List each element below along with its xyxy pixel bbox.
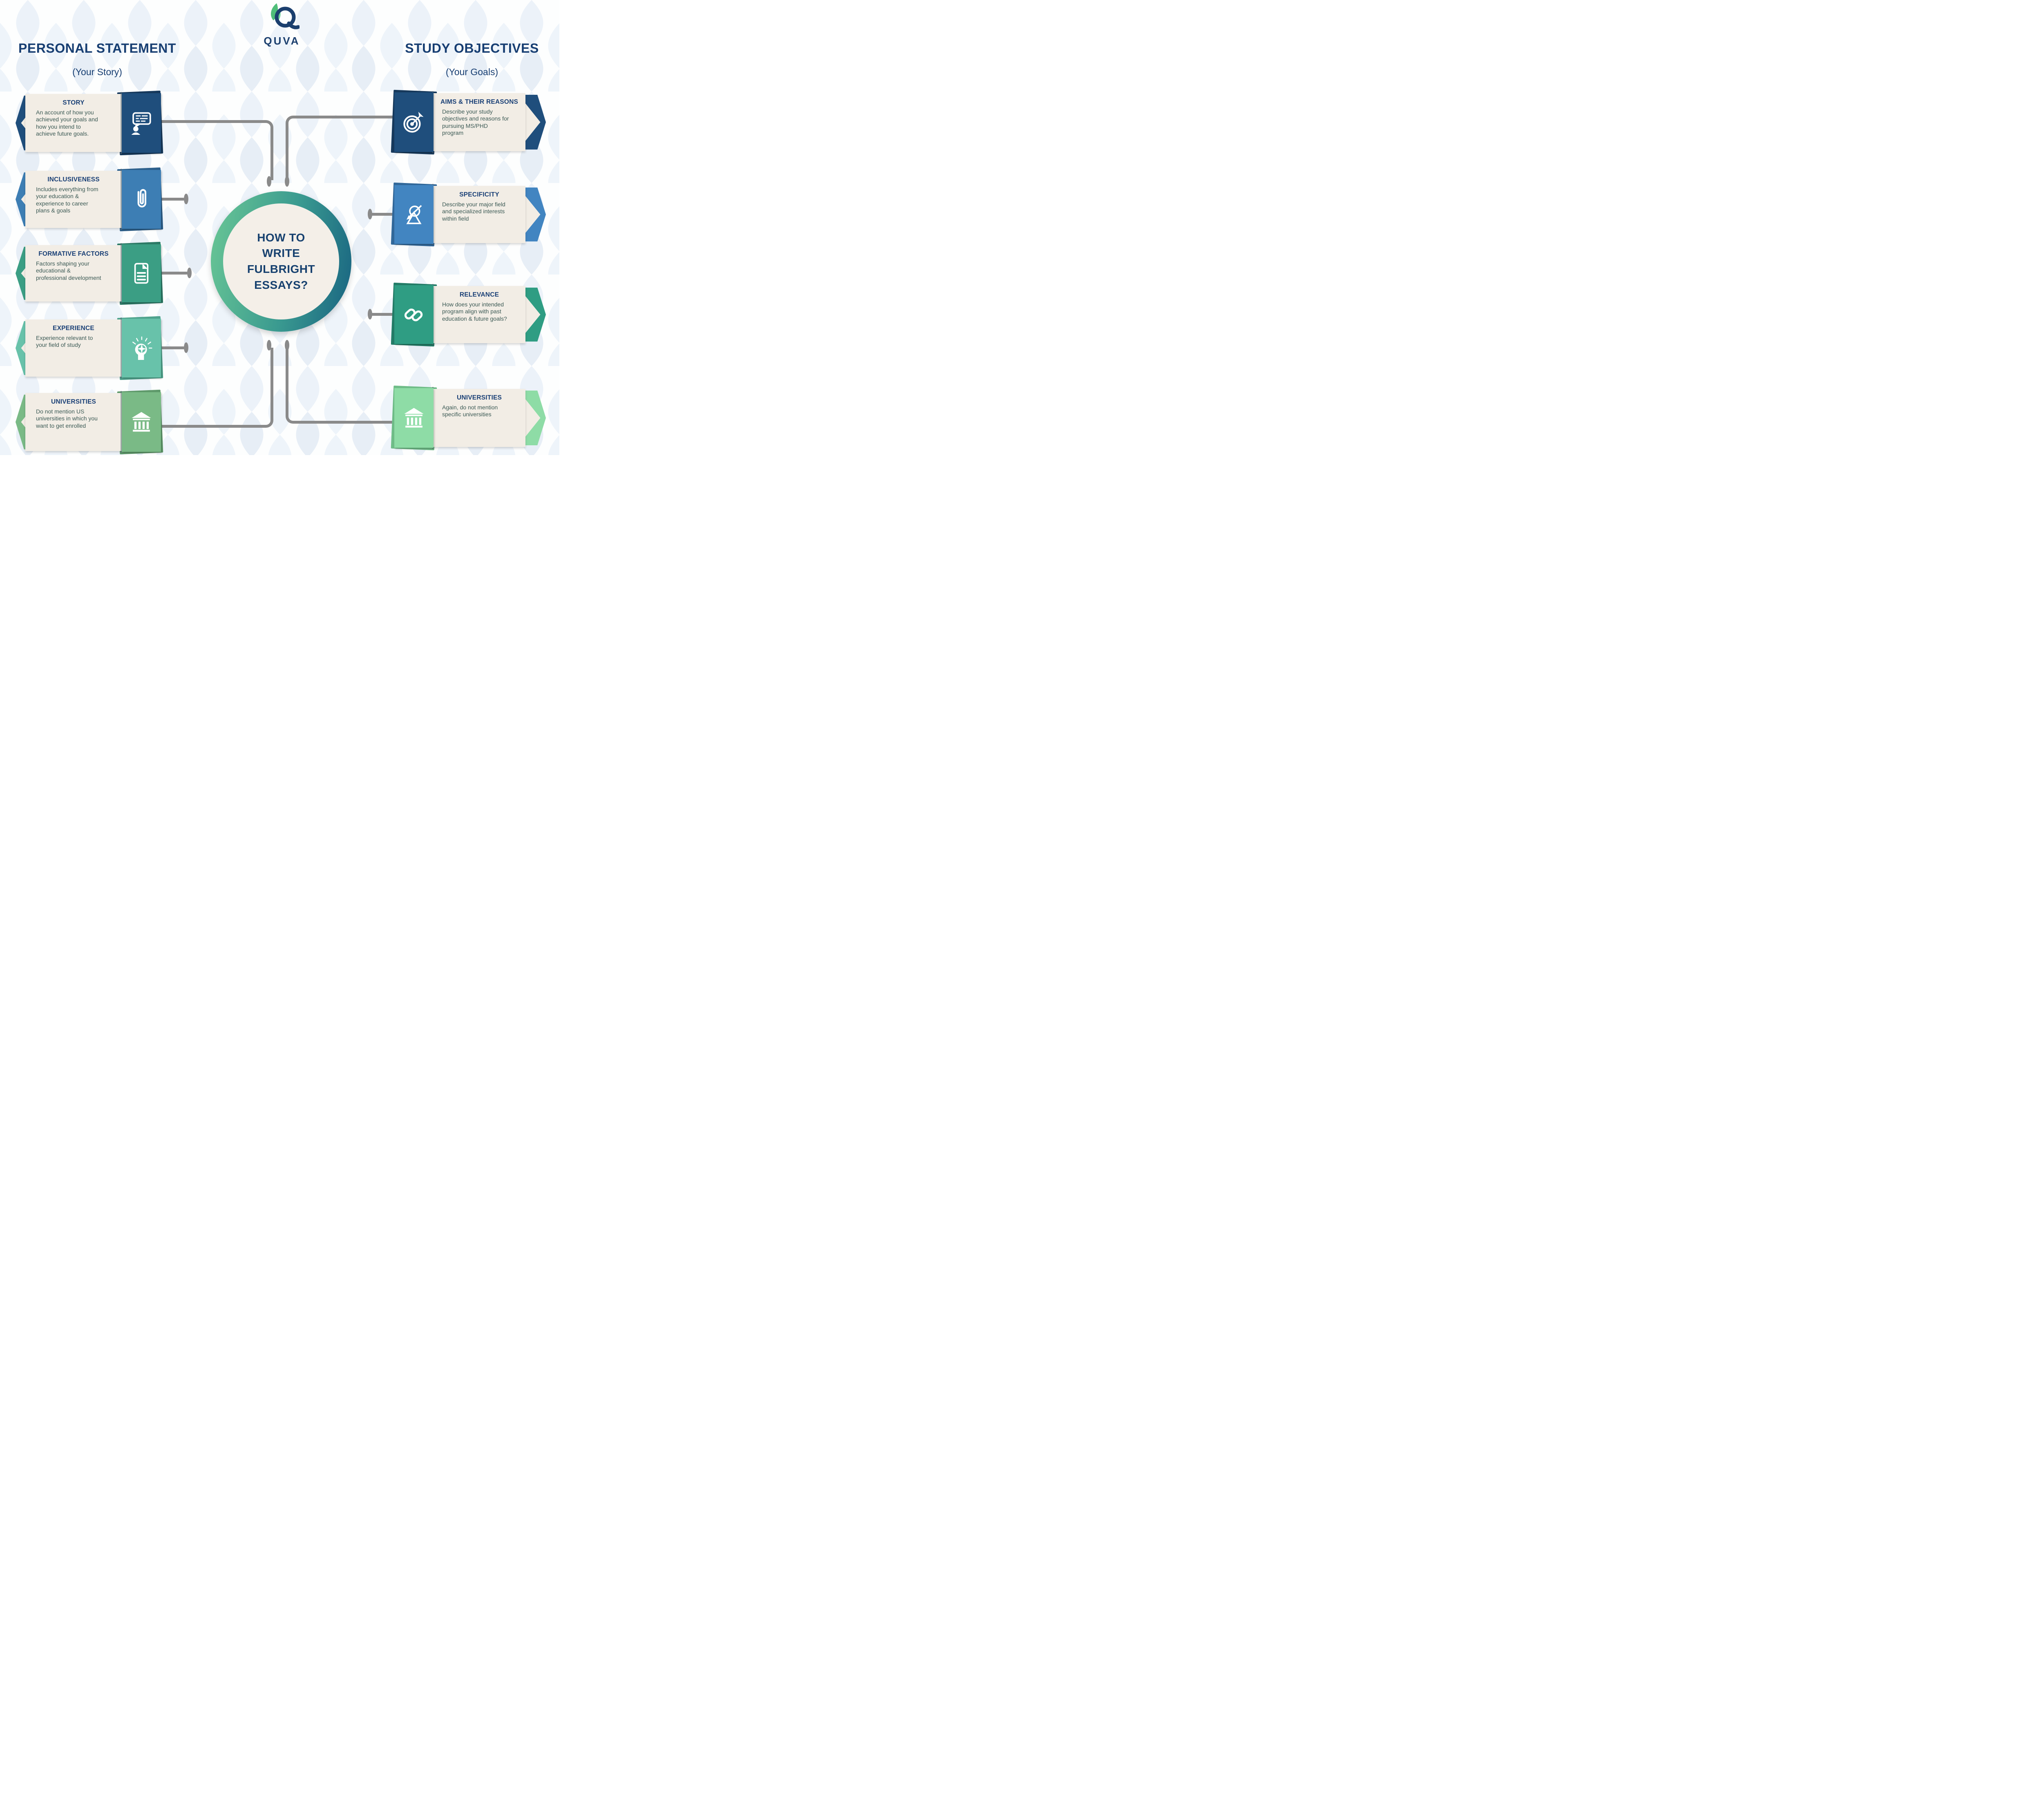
document-icon: [134, 263, 149, 284]
card-universities-left: UNIVERSITIES Do not mention US universit…: [16, 389, 163, 455]
center-title-line: ESSAYS?: [254, 278, 308, 291]
brand-name: QUVA: [264, 35, 300, 47]
card-title: EXPERIENCE: [53, 325, 94, 332]
paperclip-icon: [137, 189, 147, 208]
card-description: Again, do not mention specific universit…: [442, 404, 498, 418]
card-title: STORY: [63, 99, 85, 106]
card-inclusiveness: INCLUSIVENESS Includes everything from y…: [16, 167, 163, 232]
card-body: FORMATIVE FACTORS Factors shaping your e…: [25, 245, 122, 301]
study-objectives-title: STUDY OBJECTIVES: [405, 41, 539, 56]
card-description: Experience relevant to your field of stu…: [36, 335, 93, 348]
card-divider: [121, 169, 122, 230]
card-description: Includes everything from your education …: [36, 186, 98, 214]
icon-panel: [122, 170, 161, 229]
icon-panel: [122, 319, 161, 377]
connector-story: [159, 120, 273, 180]
card-relevance: RELEVANCE How does your intended program…: [391, 282, 547, 347]
card-body: STORY An account of how you achieved you…: [25, 94, 122, 152]
quva-leaf-q-icon: [271, 3, 300, 29]
university-building-icon: [404, 408, 424, 428]
logo: QUVA: [239, 2, 325, 47]
center-title-line: FULBRIGHT: [247, 263, 315, 275]
connector-dot: [267, 176, 271, 187]
center-circle-inner: HOW TO WRITE FULBRIGHT ESSAYS?: [223, 203, 339, 319]
personal-statement-title: PERSONAL STATEMENT: [18, 41, 176, 56]
card-universities-right: UNIVERSITIES Again, do not mention speci…: [391, 385, 547, 451]
card-description: Describe your study objectives and reaso…: [442, 108, 509, 136]
card-title: INCLUSIVENESS: [47, 176, 100, 183]
card-body: UNIVERSITIES Again, do not mention speci…: [433, 389, 525, 447]
connector-aims: [286, 116, 397, 180]
connector-universities-right: [286, 348, 397, 424]
icon-panel: [122, 93, 161, 153]
card-divider: [121, 243, 122, 304]
card-divider: [121, 92, 122, 154]
card-title: SPECIFICITY: [459, 191, 499, 198]
connector-relevance: [371, 313, 396, 316]
infographic-canvas: QUVA PERSONAL STATEMENT (Your Story) STU…: [0, 0, 559, 455]
card-description: Factors shaping your educational & profe…: [36, 260, 101, 281]
icon-panel: [394, 185, 434, 244]
card-aims-reasons: AIMS & THEIR REASONS Describe your study…: [391, 89, 547, 155]
center-title-line: HOW TO: [257, 231, 305, 244]
card-specificity: SPECIFICITY Describe your major field an…: [391, 182, 547, 247]
connector-universities-left: [159, 348, 273, 428]
connector-dot: [285, 176, 289, 187]
card-divider: [121, 391, 122, 453]
connector-dot: [187, 268, 192, 278]
connector-experience: [160, 346, 185, 349]
university-building-icon: [132, 412, 151, 432]
study-objectives-subtitle: (Your Goals): [445, 67, 498, 77]
card-body: UNIVERSITIES Do not mention US universit…: [25, 393, 122, 451]
connector-formative-factors: [160, 272, 188, 275]
connector-inclusiveness: [160, 198, 185, 201]
card-title: AIMS & THEIR REASONS: [440, 98, 518, 105]
card-title: FORMATIVE FACTORS: [38, 250, 109, 257]
connector-dot: [184, 194, 188, 204]
card-title: UNIVERSITIES: [51, 398, 96, 405]
chain-links-icon: [404, 308, 423, 322]
card-story: STORY An account of how you achieved you…: [16, 90, 163, 156]
card-title: UNIVERSITIES: [456, 394, 502, 401]
connector-dot: [184, 342, 188, 353]
card-description: Describe your major field and specialize…: [442, 201, 505, 222]
icon-panel: [394, 285, 434, 344]
card-divider: [121, 317, 122, 379]
card-description: How does your intended program align wit…: [442, 301, 507, 322]
icon-panel: [122, 392, 161, 452]
card-experience: EXPERIENCE Experience relevant to your f…: [16, 316, 163, 380]
speech-bubble-person-icon: [131, 112, 151, 135]
card-body: SPECIFICITY Describe your major field an…: [433, 186, 525, 243]
card-body: INCLUSIVENESS Includes everything from y…: [25, 171, 122, 228]
card-description: An account of how you achieved your goal…: [36, 109, 98, 137]
connector-dot: [368, 309, 372, 319]
personal-statement-subtitle: (Your Story): [72, 67, 122, 77]
card-description: Do not mention US universities in which …: [36, 408, 98, 429]
card-title: RELEVANCE: [459, 291, 499, 298]
card-body: AIMS & THEIR REASONS Describe your study…: [433, 93, 525, 151]
icon-panel: [394, 92, 434, 152]
card-body: RELEVANCE How does your intended program…: [433, 286, 525, 343]
target-arrow-icon: [403, 112, 424, 133]
connector-dot: [267, 340, 271, 351]
center-circle: HOW TO WRITE FULBRIGHT ESSAYS?: [211, 191, 351, 332]
center-title-line: WRITE: [262, 247, 300, 260]
right-section-heading: STUDY OBJECTIVES (Your Goals): [386, 41, 558, 78]
card-formative-factors: FORMATIVE FACTORS Factors shaping your e…: [16, 241, 163, 305]
head-idea-icon: [132, 336, 152, 360]
filter-funnel-icon: [406, 205, 422, 224]
icon-panel: [394, 388, 434, 448]
left-section-heading: PERSONAL STATEMENT (Your Story): [11, 41, 183, 78]
connector-dot: [285, 340, 289, 351]
connector-specificity: [371, 213, 396, 216]
card-body: EXPERIENCE Experience relevant to your f…: [25, 319, 122, 377]
connector-dot: [368, 209, 372, 219]
icon-panel: [122, 244, 161, 302]
